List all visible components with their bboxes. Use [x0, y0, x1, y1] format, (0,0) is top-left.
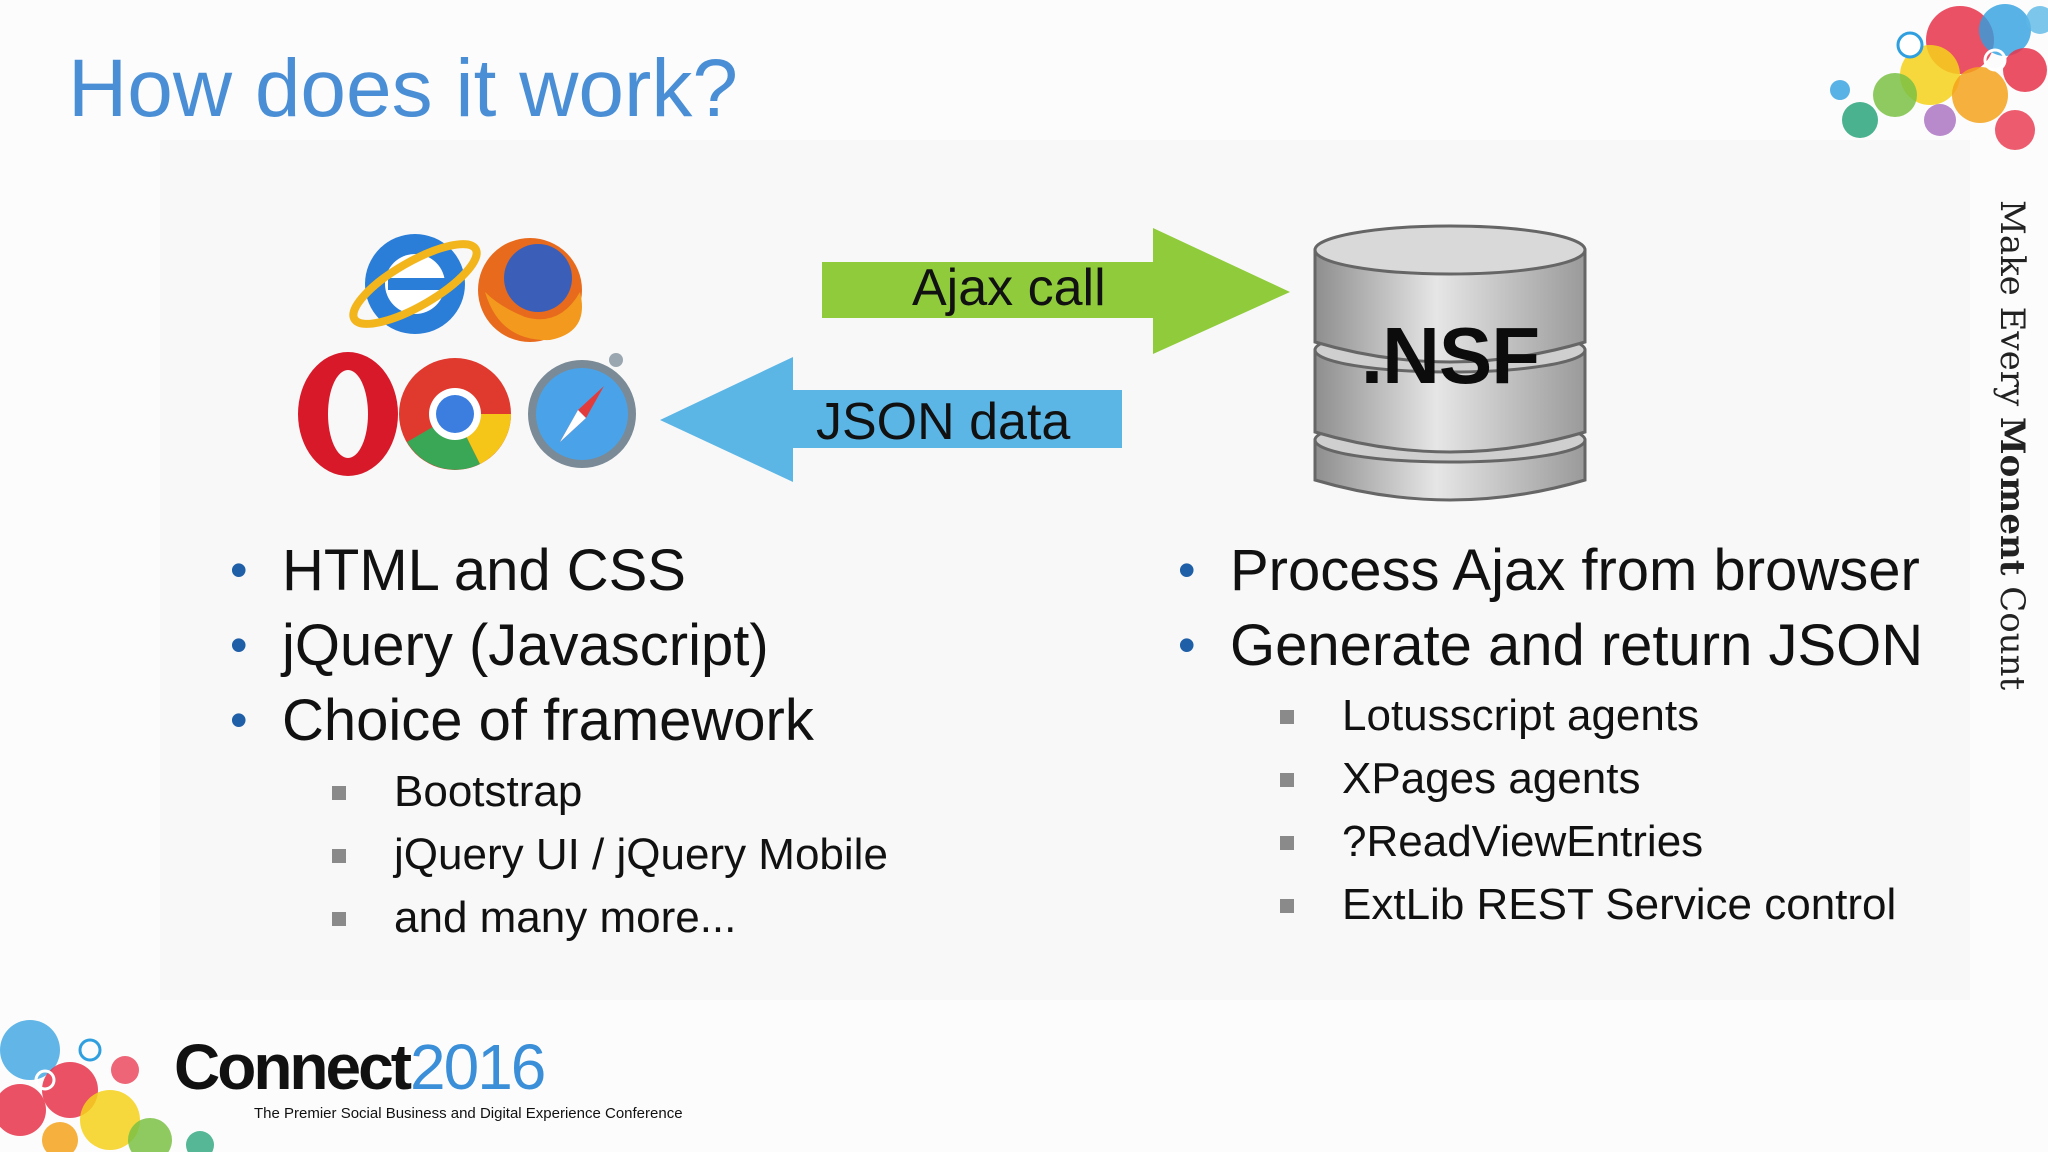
list-item: XPages agents	[1280, 747, 1896, 810]
internet-explorer-icon	[349, 234, 481, 334]
square-bullet-icon	[332, 912, 346, 926]
bullet-icon: •	[1178, 617, 1196, 673]
slide-title: How does it work?	[68, 43, 738, 134]
square-bullet-icon	[332, 849, 346, 863]
decorative-bubbles-top-right	[1830, 4, 2048, 150]
square-bullet-icon	[1280, 710, 1294, 724]
list-item: ?ReadViewEntries	[1280, 810, 1896, 873]
tagline-pre: Make Every	[1992, 200, 2032, 418]
tagline-post: Count	[1992, 575, 2032, 691]
square-bullet-icon	[1280, 836, 1294, 850]
tagline-bold: Moment	[1992, 417, 2032, 576]
json-data-label: JSON data	[816, 393, 1071, 451]
browser-icons	[298, 234, 636, 476]
decorative-bubbles-bottom-left	[0, 1020, 214, 1152]
square-bullet-icon	[332, 786, 346, 800]
database-label: .NSF	[1360, 311, 1540, 400]
request-response-arrows	[660, 228, 1290, 482]
list-item: •Choice of framework	[230, 683, 814, 758]
list-item: Bootstrap	[332, 760, 888, 823]
client-bullet-list: •HTML and CSS •jQuery (Javascript) •Choi…	[230, 533, 814, 758]
client-sub-bullet-list: Bootstrap jQuery UI / jQuery Mobile and …	[332, 760, 888, 949]
server-sub-bullet-list: Lotusscript agents XPages agents ?ReadVi…	[1280, 684, 1896, 936]
vertical-tagline: Make Every Moment Count	[1992, 200, 2032, 690]
bullet-icon: •	[1178, 542, 1196, 598]
ajax-call-arrow	[822, 228, 1290, 354]
list-item: •Generate and return JSON	[1178, 608, 1923, 683]
square-bullet-icon	[1280, 773, 1294, 787]
list-item: •Process Ajax from browser	[1178, 533, 1923, 608]
list-item: •HTML and CSS	[230, 533, 814, 608]
connect-logo: Connect	[174, 1031, 412, 1103]
list-item: and many more...	[332, 886, 888, 949]
bullet-icon: •	[230, 617, 248, 673]
connect-year: 2016	[410, 1031, 546, 1103]
chrome-icon	[399, 358, 511, 470]
database-icon	[1313, 224, 1587, 502]
safari-icon	[528, 353, 636, 468]
bullet-icon: •	[230, 692, 248, 748]
square-bullet-icon	[1280, 899, 1294, 913]
list-item: •jQuery (Javascript)	[230, 608, 814, 683]
ajax-call-label: Ajax call	[912, 259, 1106, 317]
conference-tagline: The Premier Social Business and Digital …	[254, 1105, 683, 1122]
list-item: Lotusscript agents	[1280, 684, 1896, 747]
firefox-icon	[478, 238, 582, 342]
bullet-icon: •	[230, 542, 248, 598]
server-bullet-list: •Process Ajax from browser •Generate and…	[1178, 533, 1923, 683]
json-data-arrow	[660, 357, 1122, 482]
list-item: ExtLib REST Service control	[1280, 873, 1896, 936]
opera-icon	[298, 352, 398, 476]
list-item: jQuery UI / jQuery Mobile	[332, 823, 888, 886]
